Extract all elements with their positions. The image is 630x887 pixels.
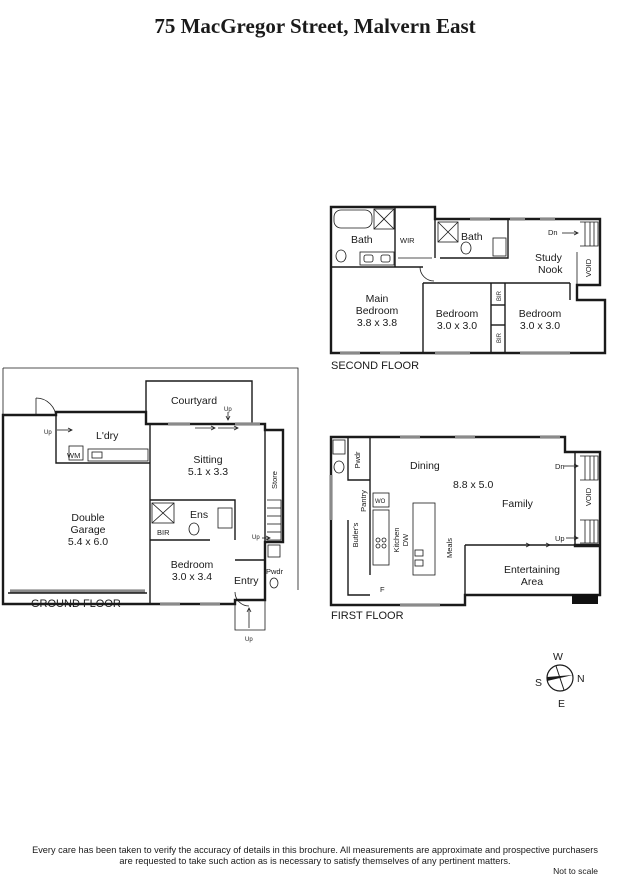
second-floor-plan: Bath WIR Bath Study Nook Dn VOID Main Be…: [329, 205, 607, 372]
void-label: VOID: [584, 487, 593, 506]
compass-north: N: [577, 673, 585, 685]
dishwasher-label: DW: [401, 533, 410, 546]
compass-west: W: [553, 651, 563, 663]
stairs-up-label: Up: [555, 534, 565, 543]
void-label: VOID: [584, 258, 593, 277]
stairs-up-label: Up: [252, 535, 260, 541]
room-size: 5.1 x 3.3: [188, 466, 228, 478]
entertaining-area-label: Area: [521, 576, 543, 588]
entertaining-area-label: Entertaining: [504, 564, 560, 576]
courtyard-label: Courtyard: [171, 395, 217, 407]
disclaimer-line: are requested to take such action as is …: [119, 856, 511, 866]
page-title: 75 MacGregor Street, Malvern East: [154, 14, 476, 38]
compass: W N S E: [535, 651, 585, 710]
family-label: Family: [502, 498, 534, 510]
store-label: Store: [270, 471, 279, 489]
stairs-up-label: Up: [44, 430, 52, 436]
room-size: 5.4 x 6.0: [68, 536, 108, 548]
stairs-up-label: Up: [245, 637, 253, 643]
bedroom-label: Bedroom: [171, 559, 214, 571]
stairs-down-label: Dn: [548, 228, 558, 237]
entry-label: Entry: [234, 575, 259, 587]
garage-label: Garage: [70, 524, 105, 536]
study-nook-label: Nook: [538, 264, 563, 276]
laundry-label: L'dry: [96, 430, 119, 442]
butlers-pantry-label: Pantry: [359, 490, 368, 512]
room-size: 3.0 x 3.4: [172, 571, 212, 583]
main-bedroom-label: Main: [366, 293, 389, 305]
stairs-up-label: Up: [224, 407, 232, 413]
sitting-label: Sitting: [193, 454, 222, 466]
bir-label: BIR: [497, 290, 503, 301]
dining-label: Dining: [410, 460, 440, 472]
kitchen-label: Kitchen: [392, 527, 401, 552]
washing-machine-label: WM: [67, 451, 80, 460]
ensuite-label: Ens: [190, 509, 208, 521]
room-size: 8.8 x 5.0: [453, 479, 493, 491]
wall-oven-label: WO: [375, 499, 386, 505]
room-size: 3.0 x 3.0: [520, 320, 560, 332]
compass-south: S: [535, 677, 542, 689]
disclaimer-line: Every care has been taken to verify the …: [32, 845, 598, 855]
scale-note: Not to scale: [553, 866, 598, 876]
wir-label: WIR: [400, 236, 415, 245]
room-size: 3.0 x 3.0: [437, 320, 477, 332]
butlers-pantry-label: Butler's: [351, 522, 360, 547]
disclaimer: Every care has been taken to verify the …: [0, 845, 630, 867]
ground-floor-label: GROUND FLOOR: [31, 598, 121, 610]
stairs-down-label: Dn: [555, 462, 565, 471]
bedroom-label: Bedroom: [519, 308, 562, 320]
bir-label: BIR: [157, 528, 170, 537]
garage-label: Double: [71, 512, 104, 524]
study-nook-label: Study: [535, 252, 563, 264]
compass-east: E: [558, 698, 565, 710]
fridge-label: F: [380, 585, 385, 594]
second-floor-label: SECOND FLOOR: [331, 360, 419, 372]
meals-label: Meals: [445, 538, 454, 558]
first-floor-plan: Pwdr Dining 8.8 x 5.0 Family Dn Up VOID …: [329, 435, 602, 622]
bath-label: Bath: [461, 231, 483, 243]
powder-room-label: Pwdr: [266, 567, 284, 576]
ground-floor-plan: Courtyard Up Up L'dry WM Sitting 5.1 x 3…: [1, 367, 299, 643]
first-floor-label: FIRST FLOOR: [331, 610, 404, 622]
bir-label: BIR: [497, 332, 503, 343]
floor-plan: Bath WIR Bath Study Nook Dn VOID Main Be…: [1, 205, 607, 710]
powder-room-label: Pwdr: [353, 451, 362, 469]
bath-label: Bath: [351, 234, 373, 246]
room-size: 3.8 x 3.8: [357, 317, 397, 329]
bedroom-label: Bedroom: [436, 308, 479, 320]
main-bedroom-label: Bedroom: [356, 305, 399, 317]
